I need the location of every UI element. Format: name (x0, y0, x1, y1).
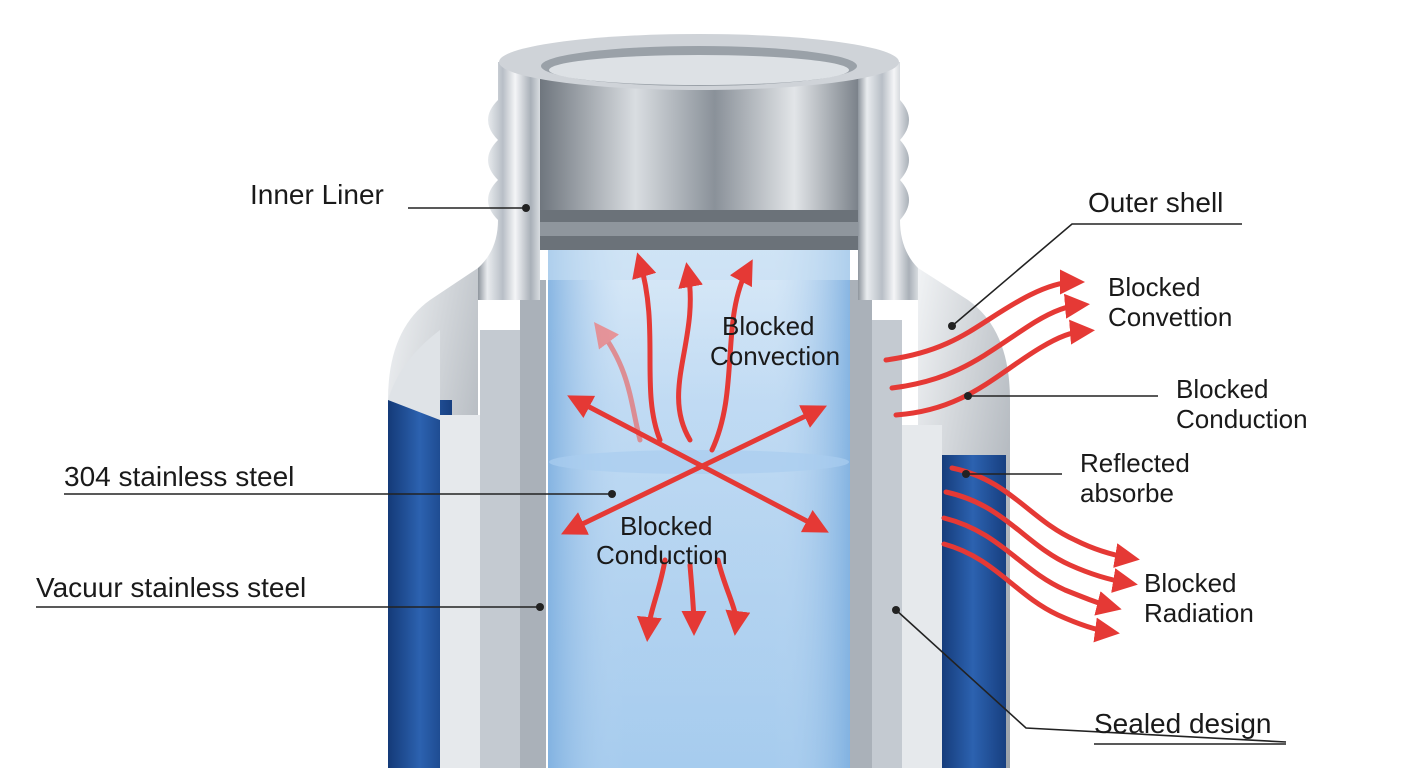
outer-heat-arrows-lower (941, 465, 1140, 643)
outer-heat-arrows-upper (883, 269, 1095, 418)
label-inner-blocked-conduction-2: Conduction (596, 540, 728, 570)
label-inner-liner: Inner Liner (250, 179, 384, 210)
label-reflected-absorbe-2: absorbe (1080, 478, 1174, 508)
label-outer-shell: Outer shell (1088, 187, 1223, 218)
label-blocked-conduction-right-1: Blocked (1176, 374, 1269, 404)
label-inner-blocked-conduction-1: Blocked (620, 511, 713, 541)
label-inner-blocked-convection-1: Blocked (722, 311, 815, 341)
label-blocked-convettion-2: Convettion (1108, 302, 1232, 332)
label-304-stainless-steel: 304 stainless steel (64, 461, 294, 492)
label-blocked-convettion-1: Blocked (1108, 272, 1201, 302)
label-blocked-radiation-1: Blocked (1144, 568, 1237, 598)
label-reflected-absorbe-1: Reflected (1080, 448, 1190, 478)
label-blocked-conduction-right-2: Conduction (1176, 404, 1308, 434)
inner-heat-arrows (560, 252, 829, 642)
flask-wall-layers (440, 280, 942, 768)
flask-neck (478, 34, 918, 300)
label-sealed-design: Sealed design (1094, 708, 1271, 739)
label-vacuum-stainless-steel: Vacuur stainless steel (36, 572, 306, 603)
leader-lines (36, 204, 1287, 745)
label-blocked-radiation-2: Radiation (1144, 598, 1254, 628)
label-inner-blocked-convection-2: Convection (710, 341, 840, 371)
